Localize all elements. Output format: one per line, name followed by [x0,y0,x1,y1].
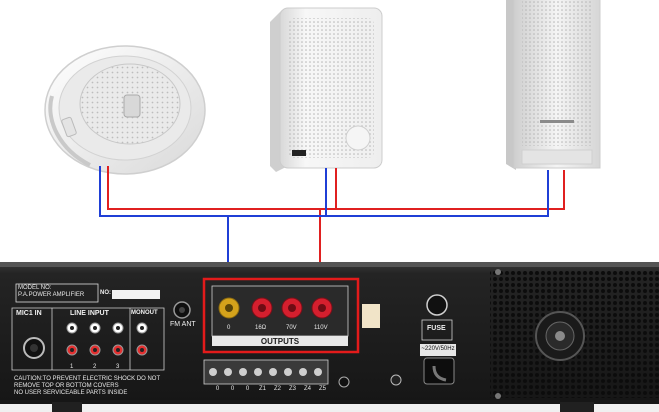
monout-label: MONOUT [131,310,158,316]
caution-line-2: REMOVE TOP OR BOTTOM COVERS [14,383,119,389]
model-value: P.A.POWER AMPLIFIER [18,292,85,298]
output-terminal-0: 0 [227,325,231,331]
input-number-3: 3 [116,364,120,370]
amplifier-back-panel [0,262,659,412]
outputs-label: OUTPUTS [260,337,300,346]
screw-label-row: 0 0 0 Z1 Z2 Z3 Z4 Z5 [210,386,330,393]
caution-line-3: NO USER SERVICEABLE PARTS INSIDE [14,390,128,396]
caution-line-1: CAUTION:TO PREVENT ELECTRIC SHOCK DO NOT [14,376,161,382]
screw-label: Z4 [303,386,311,392]
screw-label: 0 [245,386,250,392]
output-terminal-70v: 70V [286,325,297,331]
wall-speaker [270,7,383,172]
line-input-label: LINE INPUT [70,310,109,317]
output-binding-posts [218,297,333,319]
ceiling-speaker [44,45,206,175]
screw-label: Z3 [288,386,296,392]
serial-no-label: NO: [100,290,111,296]
output-terminal-16ohm: 16Ω [255,325,267,331]
mic-input-label: MIC1 IN [16,310,42,317]
input-number-2: 2 [93,364,97,370]
screw-label: 0 [215,386,220,392]
screw-label: 0 [230,386,235,392]
screw-label: Z2 [273,386,281,392]
fm-antenna-label: FM ANT [170,321,196,328]
column-speaker [506,0,601,170]
screw-label: Z1 [258,386,266,392]
screw-label: Z5 [318,386,326,392]
input-number-1: 1 [70,364,74,370]
fuse-label: FUSE [427,325,446,332]
power-rating-label: ~220V/50Hz [421,346,455,352]
output-terminal-110v: 110V [314,325,328,331]
line-input-rca-jacks [66,322,148,356]
speaker-screw-terminals [209,368,322,376]
model-label: MODEL NO: [18,285,52,291]
